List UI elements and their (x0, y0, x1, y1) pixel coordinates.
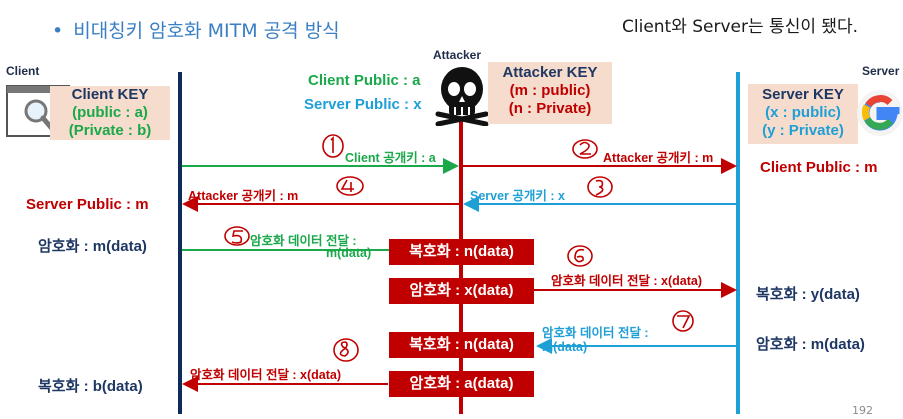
google-logo-icon (856, 88, 903, 138)
message-2-label: Attacker 공개키 : m (603, 151, 714, 165)
client-decrypt-note: 복호화 : b(data) (38, 378, 143, 395)
attacker-decrypt-box-2: 복호화 : n(data) (389, 332, 534, 358)
message-7-label-line1: 암호화 데이터 전달 : (542, 326, 649, 340)
attacker-key-box: Attacker KEY (m : public) (n : Private) (488, 62, 612, 124)
server-client-public-note: Client Public : m (760, 159, 878, 176)
step-3-marker (587, 176, 613, 198)
attacker-encrypt-box-1: 암호화 : x(data) (389, 278, 534, 304)
message-7-label-line2: m(data) (542, 340, 588, 354)
attacker-role-label: Attacker (433, 48, 482, 62)
client-key-public: (public : a) (72, 104, 148, 121)
message-5-label-line1: 암호화 데이터 전달 : (250, 234, 357, 248)
client-key-private: (Private : b) (68, 122, 152, 139)
attacker-decrypt-box-1: 복호화 : n(data) (389, 239, 534, 265)
server-key-public: (x : public) (765, 104, 841, 121)
step-4-marker (336, 176, 364, 196)
message-1-label: Client 공개키 : a (345, 151, 436, 165)
message-6-label: 암호화 데이터 전달 : x(data) (551, 274, 703, 288)
server-decrypt-note: 복호화 : y(data) (756, 286, 860, 303)
attacker-key-private: (n : Private) (508, 100, 592, 117)
step-5-marker (224, 226, 250, 246)
skull-icon (434, 64, 490, 127)
message-3-label: Server 공개키 : x (470, 189, 565, 203)
step-markers (224, 134, 694, 362)
attacker-key-public: (m : public) (509, 82, 591, 99)
attacker-key-title: Attacker KEY (502, 64, 598, 81)
server-role-label: Server (862, 64, 900, 78)
server-key-box: Server KEY (x : public) (y : Private) (748, 84, 858, 144)
note-text: Client와 Server는 통신이 됐다. (622, 17, 859, 37)
client-key-title: Client KEY (71, 86, 149, 103)
step-1-marker (322, 134, 344, 158)
message-8-label: 암호화 데이터 전달 : x(data) (190, 368, 342, 382)
server-key-private: (y : Private) (762, 122, 844, 139)
step-8-marker (333, 338, 359, 362)
step-2-marker (572, 139, 598, 159)
client-server-public-note: Server Public : m (26, 196, 149, 213)
step-6-marker (567, 245, 593, 267)
message-5-label-line2: m(data) (326, 246, 372, 260)
attacker-client-public: Client Public : a (308, 72, 421, 89)
page-number: 192 (852, 404, 873, 417)
server-key-title: Server KEY (762, 86, 844, 103)
message-4-label: Attacker 공개키 : m (188, 189, 299, 203)
attacker-encrypt-box-2: 암호화 : a(data) (389, 371, 534, 397)
client-role-label: Client (6, 64, 40, 78)
step-7-marker (672, 310, 694, 332)
client-key-box: Client KEY (public : a) (Private : b) (50, 86, 170, 140)
client-encrypt-note: 암호화 : m(data) (38, 238, 147, 255)
server-encrypt-note: 암호화 : m(data) (756, 336, 865, 353)
page-title: •비대칭키 암호화 MITM 공격 방식 (52, 20, 340, 42)
attacker-server-public: Server Public : x (304, 96, 422, 113)
